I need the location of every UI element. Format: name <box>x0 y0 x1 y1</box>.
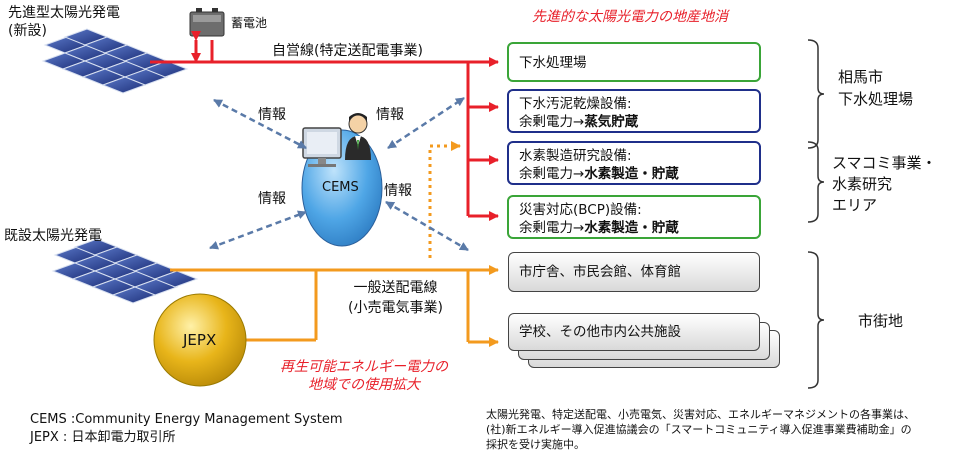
new-solar-panel-icon <box>41 28 189 94</box>
general-line-label: 一般送配電線 (小売電気事業) <box>348 280 443 316</box>
info-label-4: 情報 <box>384 183 412 199</box>
cems-label: CEMS <box>322 180 359 195</box>
area-brackets <box>807 39 825 389</box>
battery-icon <box>189 8 225 37</box>
subsidy-note: 太陽光発電、特定送配電、小売電気、災害対応、エネルギーマネジメントの各事業は、 … <box>486 408 915 451</box>
bottom-heading: 再生可能エネルギー電力の 地域での使用拡大 <box>280 359 448 393</box>
private-line <box>150 31 499 221</box>
battery-label: 蓄電池 <box>231 16 268 30</box>
area-smartcom-label: スマコミ事業・ 水素研究 エリア <box>832 154 937 214</box>
sludge-drying-box: 下水汚泥乾燥設備: 余剰電力→蒸気貯蔵 <box>507 89 761 133</box>
abbreviations: CEMS :Community Energy Management System… <box>30 412 343 445</box>
info-label-2: 情報 <box>376 107 404 123</box>
cityhall-box: 市庁舎、市民会館、体育館 <box>508 252 760 292</box>
disaster-bcp-box: 災害対応(BCP)設備: 余剰電力→水素製造・貯蔵 <box>507 195 761 239</box>
existing-solar-panel-icon <box>51 238 199 304</box>
private-line-label: 自営線(特定送配電事業) <box>272 43 423 59</box>
info-label-3: 情報 <box>258 191 286 207</box>
info-arrows <box>209 96 469 252</box>
new-pv-label: 先進型太陽光発電 (新設) <box>8 5 120 39</box>
schools-box: 学校、その他市内公共施設 <box>508 313 760 351</box>
existing-pv-label: 既設太陽光発電 <box>4 228 102 244</box>
area-city-label: 市街地 <box>858 312 904 330</box>
sewage-plant-box: 下水処理場 <box>507 42 761 82</box>
jepx-node <box>153 293 247 387</box>
info-label-1: 情報 <box>258 107 286 123</box>
top-heading: 先進的な太陽光電力の地産地消 <box>532 9 728 25</box>
area-sewage-label: 相馬市 下水処理場 <box>838 68 914 108</box>
hydrogen-research-box: 水素製造研究設備: 余剰電力→水素製造・貯蔵 <box>507 141 761 185</box>
jepx-label: JEPX <box>183 331 217 349</box>
operator-icon <box>302 113 371 167</box>
